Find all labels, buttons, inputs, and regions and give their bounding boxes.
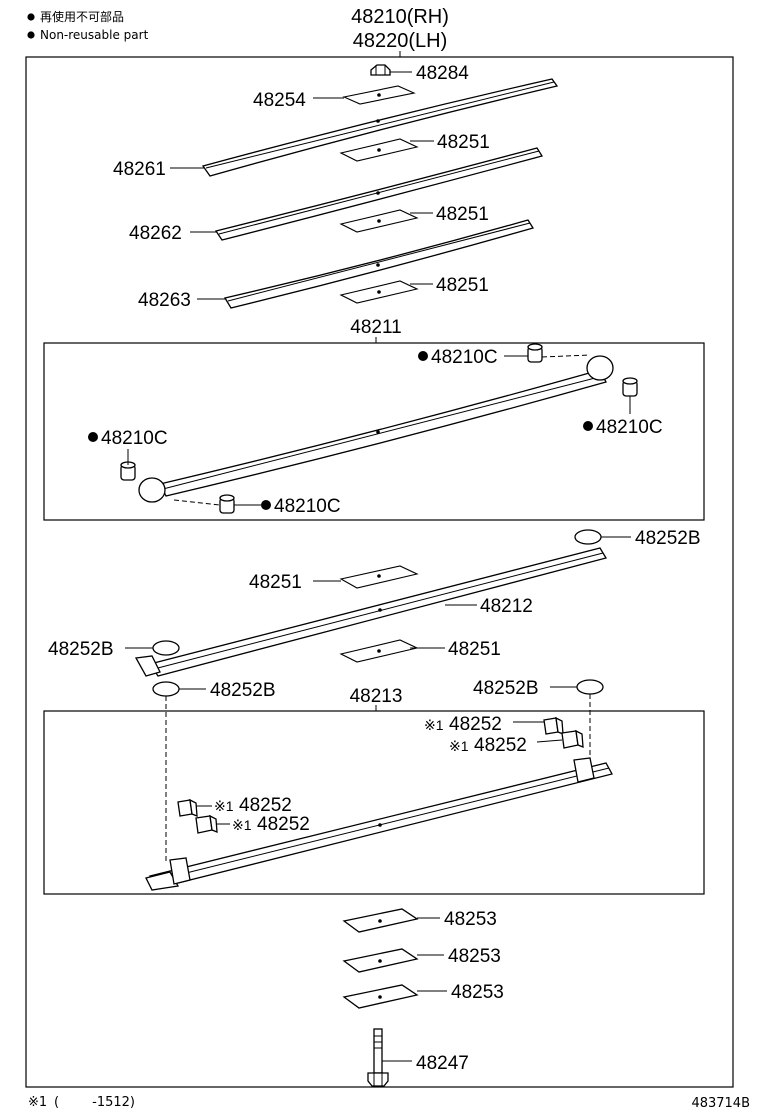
- mark-r2: ※1: [449, 738, 469, 754]
- label-48252b-left: 48252B: [48, 639, 114, 660]
- label-48253-b: 48253: [448, 946, 501, 967]
- cap-48252b-topright-icon: [574, 529, 602, 545]
- label-48210c-right: 48210C: [596, 417, 663, 438]
- label-48251-e: 48251: [448, 639, 501, 660]
- non-reusable-dot-icon: [583, 421, 593, 431]
- main-leaf-48213: [145, 757, 613, 891]
- label-48253-a: 48253: [444, 909, 497, 930]
- label-48252-r1: 48252: [449, 714, 502, 735]
- cap-48252b-below-right-icon: [576, 679, 604, 695]
- label-48252-l2: 48252: [257, 814, 310, 835]
- label-48251-d: 48251: [249, 572, 302, 593]
- legend-jp: 再使用不可部品: [40, 9, 124, 24]
- mark-l1: ※1: [214, 798, 234, 814]
- legend-en: Non-reusable part: [40, 28, 149, 42]
- label-48252b-below-right: 48252B: [473, 678, 539, 699]
- label-48210c-bottom: 48210C: [274, 496, 341, 517]
- non-reusable-dot-icon: [88, 432, 98, 442]
- assembly-outline: [25, 56, 734, 1088]
- label-48252-l1: 48252: [239, 795, 292, 816]
- label-48253-c: 48253: [451, 982, 504, 1003]
- clip-48252-l2-icon: [195, 814, 218, 834]
- label-48210c-top: 48210C: [431, 347, 498, 368]
- subassembly-48211-box: [43, 342, 705, 521]
- label-48251-c: 48251: [436, 275, 489, 296]
- bushing-48210c-right-icon: [622, 377, 638, 397]
- mark-r1: ※1: [424, 717, 444, 733]
- leaf-spring-48262: [214, 147, 544, 241]
- label-48252b-topright: 48252B: [635, 528, 701, 549]
- nut-48284-icon: [370, 64, 391, 76]
- label-48210c-left: 48210C: [101, 428, 168, 449]
- cap-48252b-left-icon: [152, 640, 180, 656]
- leaf-spring-48261: [201, 78, 559, 177]
- clip-48252-r1-icon: [543, 716, 564, 735]
- center-bolt-48247-icon: [367, 1028, 389, 1087]
- bushing-48210c-bottom-icon: [219, 494, 235, 514]
- label-48284: 48284: [416, 63, 469, 84]
- label-48213: 48213: [350, 686, 403, 707]
- non-reusable-dot-icon: [27, 31, 35, 39]
- leaf-spring-48212: [134, 547, 608, 677]
- label-48251-b: 48251: [436, 204, 489, 225]
- clip-48252-r2-icon: [561, 729, 584, 749]
- header-lh: 48220(LH): [353, 30, 448, 52]
- spacer-48253-b: [342, 948, 419, 973]
- spacer-48253-c: [342, 984, 419, 1009]
- non-reusable-dot-icon: [27, 13, 35, 21]
- leaf-spring-48263: [223, 219, 535, 309]
- clip-48252-l1-icon: [177, 798, 198, 817]
- label-48262: 48262: [129, 223, 182, 244]
- main-leaf-48211: [138, 355, 614, 503]
- non-reusable-dot-icon: [418, 351, 428, 361]
- cap-48252b-below-left-icon: [152, 681, 180, 697]
- label-48263: 48263: [138, 290, 191, 311]
- label-48251-a: 48251: [437, 132, 490, 153]
- diagram-id: 483714B: [691, 1096, 750, 1111]
- label-48211: 48211: [350, 317, 401, 338]
- footnote-range: ( -1512): [54, 1095, 135, 1110]
- label-48212: 48212: [480, 596, 533, 617]
- subassembly-48213-box: [43, 710, 705, 895]
- footnote-mark: ※1: [28, 1095, 47, 1110]
- bushing-48210c-top-icon: [527, 343, 543, 363]
- label-48252-r2: 48252: [474, 735, 527, 756]
- header-rh: 48210(RH): [351, 6, 449, 28]
- non-reusable-dot-icon: [261, 500, 271, 510]
- label-48261: 48261: [113, 159, 166, 180]
- label-48247: 48247: [416, 1053, 469, 1074]
- label-48252b-below-left: 48252B: [210, 680, 276, 701]
- label-48254: 48254: [253, 90, 306, 111]
- spacer-48253-a: [342, 908, 419, 933]
- mark-l2: ※1: [232, 817, 252, 833]
